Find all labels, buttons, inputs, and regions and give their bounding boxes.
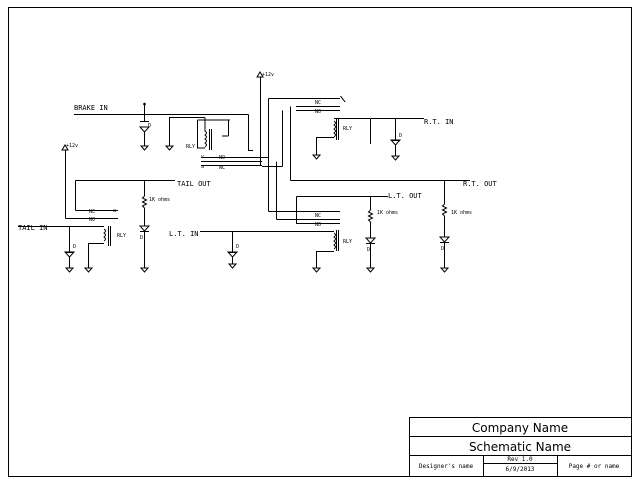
lt-in-label: L.T. IN bbox=[169, 230, 199, 238]
svg-text:NC: NC bbox=[315, 100, 321, 106]
svg-text:NO: NO bbox=[89, 217, 95, 223]
svg-text:RLY: RLY bbox=[117, 233, 126, 239]
svg-text:1K ohms: 1K ohms bbox=[451, 210, 472, 216]
designer-name: Designer's name bbox=[419, 463, 474, 470]
svg-text:NC: NC bbox=[315, 213, 321, 219]
rt-out-label: R.T. OUT bbox=[463, 180, 498, 188]
brake-relay: D RLY NO NC v a bbox=[74, 102, 262, 171]
svg-text:NO: NO bbox=[315, 222, 321, 228]
schematic-name: Schematic Name bbox=[469, 440, 571, 454]
revision: Rev 1.0 bbox=[507, 456, 533, 463]
date: 6/9/2013 bbox=[506, 466, 535, 473]
svg-text:NC: NC bbox=[89, 209, 95, 215]
svg-text:NO: NO bbox=[315, 109, 321, 115]
svg-text:RLY: RLY bbox=[186, 144, 195, 150]
page-name: Page # or name bbox=[569, 463, 620, 470]
svg-text:NC: NC bbox=[219, 165, 225, 171]
svg-text:D: D bbox=[441, 246, 444, 252]
svg-text:NO: NO bbox=[219, 155, 225, 161]
supply-top bbox=[201, 71, 296, 212]
company-name: Company Name bbox=[472, 421, 568, 435]
v12-label-top: +12v bbox=[262, 72, 274, 78]
svg-text:D: D bbox=[73, 244, 76, 250]
svg-text:D: D bbox=[148, 123, 151, 129]
svg-text:D: D bbox=[399, 133, 402, 139]
lt-out-label: L.T. OUT bbox=[388, 192, 423, 200]
v12-label-left: +12v bbox=[66, 143, 78, 149]
tail-out-label: TAIL OUT bbox=[177, 180, 212, 188]
tail-relay: NC NO a RLY D 1K ohms D bbox=[18, 144, 175, 273]
svg-text:v: v bbox=[201, 154, 204, 160]
tail-in-label: TAIL IN bbox=[18, 224, 48, 232]
title-block: Company Name Schematic Name Designer's n… bbox=[409, 417, 632, 477]
svg-text:1K ohms: 1K ohms bbox=[149, 197, 170, 203]
svg-text:D: D bbox=[236, 244, 239, 250]
svg-text:RLY: RLY bbox=[343, 239, 352, 245]
svg-text:a: a bbox=[113, 208, 116, 214]
svg-text:D: D bbox=[367, 247, 370, 253]
svg-text:RLY: RLY bbox=[343, 126, 352, 132]
svg-text:a: a bbox=[201, 164, 204, 170]
brake-in-label: BRAKE IN bbox=[74, 104, 108, 112]
page-border bbox=[8, 7, 632, 477]
svg-text:1K ohms: 1K ohms bbox=[377, 210, 398, 216]
svg-text:D: D bbox=[140, 235, 143, 241]
lt-relay: NC NO RLY 1K ohms D D bbox=[200, 161, 398, 273]
rt-relay: NC NO RLY D bbox=[262, 95, 470, 181]
rt-in-label: R.T. IN bbox=[424, 118, 454, 126]
rt-out-led: 1K ohms D bbox=[438, 180, 472, 273]
